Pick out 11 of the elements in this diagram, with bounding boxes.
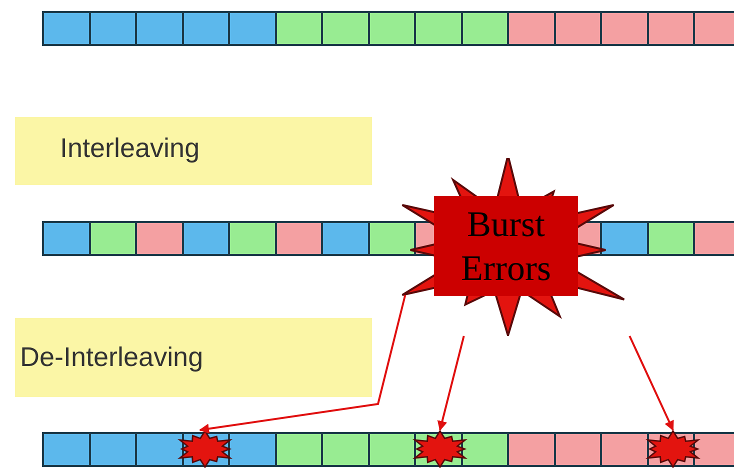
label-banner xyxy=(15,318,372,397)
burst-star xyxy=(410,430,470,468)
label-banner xyxy=(15,117,372,185)
arrow xyxy=(628,336,674,431)
arrow xyxy=(199,294,406,434)
arrow xyxy=(437,336,465,431)
section-label: Interleaving xyxy=(60,133,200,164)
burst-star xyxy=(175,430,235,468)
burst-star xyxy=(643,430,703,468)
burst-errors-label: Burst Errors xyxy=(434,196,578,296)
section-label: De-Interleaving xyxy=(20,342,204,373)
